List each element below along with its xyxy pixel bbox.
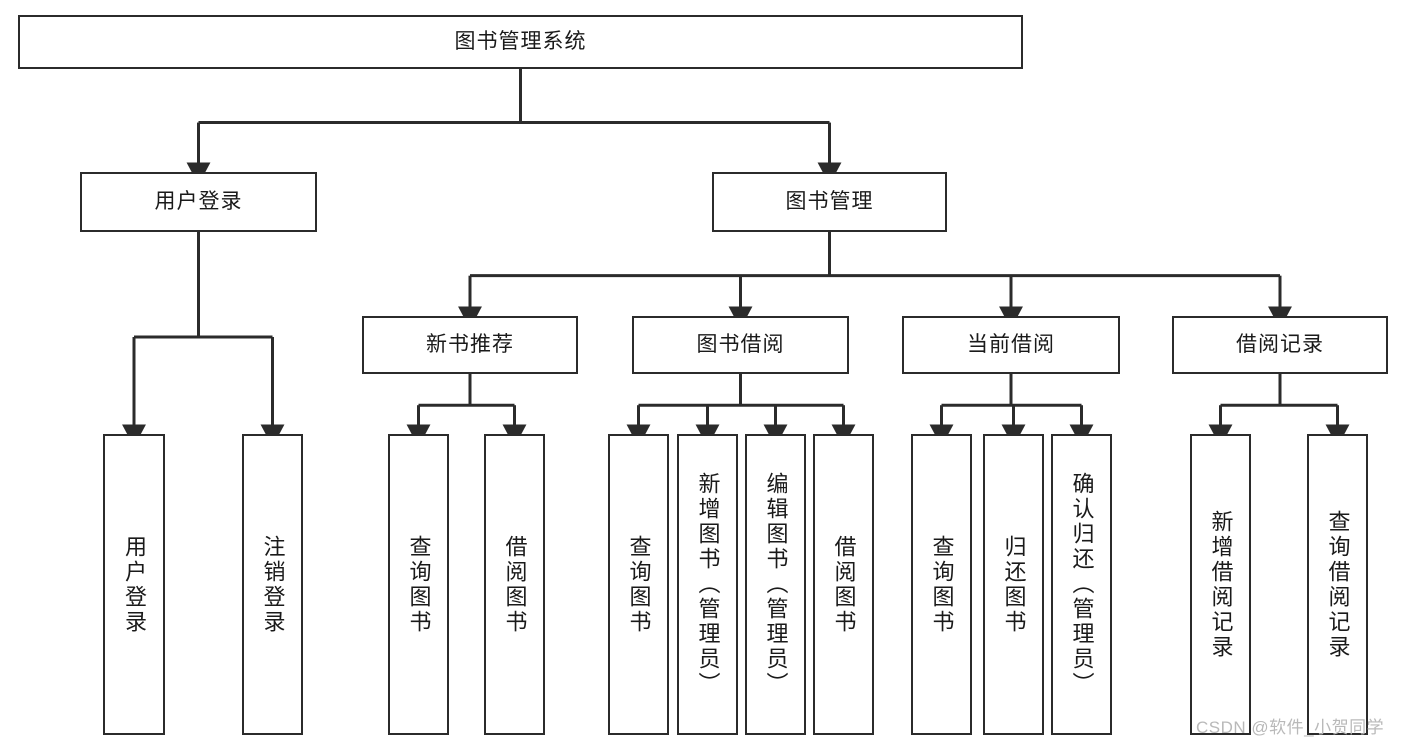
node-label: 查询图书 (406, 534, 432, 635)
node-borrow[interactable]: 图书借阅 (632, 316, 849, 374)
node-label: 新增借阅记录 (1208, 509, 1234, 660)
node-records[interactable]: 借阅记录 (1172, 316, 1388, 374)
node-leaf-query-book-3[interactable]: 查询图书 (911, 434, 972, 735)
node-login[interactable]: 用户登录 (80, 172, 317, 232)
node-label: 用户登录 (154, 190, 243, 214)
node-bookmgmt[interactable]: 图书管理 (712, 172, 947, 232)
node-label: 新书推荐 (426, 333, 514, 357)
node-leaf-borrow-book-1[interactable]: 借阅图书 (484, 434, 545, 735)
node-label: 新增图书（管理员） (695, 472, 721, 697)
node-label: 注销登录 (260, 534, 286, 635)
node-leaf-query-record[interactable]: 查询借阅记录 (1307, 434, 1368, 735)
node-label: 当前借阅 (967, 333, 1055, 357)
node-leaf-borrow-book-2[interactable]: 借阅图书 (813, 434, 874, 735)
node-current[interactable]: 当前借阅 (902, 316, 1120, 374)
node-label: 借阅记录 (1236, 333, 1324, 357)
node-leaf-add-record[interactable]: 新增借阅记录 (1190, 434, 1251, 735)
node-leaf-confirm-return[interactable]: 确认归还（管理员） (1051, 434, 1112, 735)
node-label: 查询图书 (626, 534, 652, 635)
node-leaf-query-book-1[interactable]: 查询图书 (388, 434, 449, 735)
node-label: 用户登录 (121, 534, 147, 635)
node-label: 图书借阅 (696, 333, 785, 357)
node-label: 查询借阅记录 (1325, 509, 1351, 660)
node-label: 归还图书 (1001, 534, 1027, 635)
edge-group (122, 69, 1350, 447)
node-root[interactable]: 图书管理系统 (18, 15, 1023, 69)
node-leaf-add-book[interactable]: 新增图书（管理员） (677, 434, 738, 735)
node-newbook[interactable]: 新书推荐 (362, 316, 578, 374)
node-label: 图书管理系统 (454, 30, 587, 54)
node-leaf-edit-book[interactable]: 编辑图书（管理员） (745, 434, 806, 735)
watermark: CSDN @软件_小贺同学 (1196, 718, 1385, 737)
node-leaf-return-book[interactable]: 归还图书 (983, 434, 1044, 735)
node-label: 借阅图书 (831, 534, 857, 635)
node-label: 查询图书 (929, 534, 955, 635)
node-label: 确认归还（管理员） (1069, 472, 1095, 697)
node-label: 图书管理 (785, 190, 874, 214)
node-label: 编辑图书（管理员） (763, 472, 789, 697)
node-leaf-user-login[interactable]: 用户登录 (103, 434, 165, 735)
node-leaf-logout[interactable]: 注销登录 (242, 434, 303, 735)
node-leaf-query-book-2[interactable]: 查询图书 (608, 434, 669, 735)
node-label: 借阅图书 (502, 534, 528, 635)
